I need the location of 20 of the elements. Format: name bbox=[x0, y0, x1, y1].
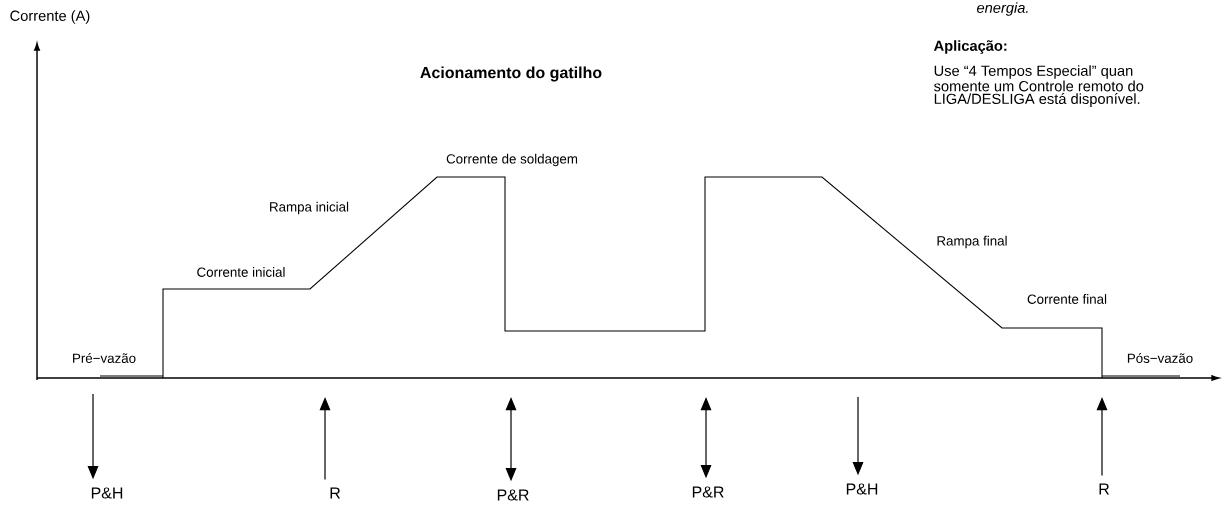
chart-title: Acionamento do gatilho bbox=[420, 66, 602, 82]
curve-label: Corrente inicial bbox=[197, 267, 285, 277]
note-text: Use “4 Tempos Especial” quan bbox=[934, 65, 1133, 79]
trigger-label: P&R bbox=[497, 489, 529, 501]
note-text: energia. bbox=[977, 2, 1028, 16]
trigger-label: P&R bbox=[692, 486, 724, 498]
curve-label: Rampa inicial bbox=[270, 201, 349, 215]
trigger-label: P&H bbox=[846, 483, 878, 495]
curve-label: Pré−vazão bbox=[73, 353, 136, 363]
trigger-label: P&H bbox=[91, 487, 123, 499]
axis-label: Corrente (A) bbox=[10, 10, 90, 24]
section-heading: Aplicação: bbox=[933, 40, 1007, 54]
note-text: somente um Controle remoto do bbox=[934, 80, 1144, 92]
curve-label: Corrente de soldagem bbox=[446, 153, 578, 167]
note-text: LIGA/DESLIGA está disponível. bbox=[934, 93, 1140, 107]
curve-label: Rampa final bbox=[937, 235, 1007, 249]
curve-label: Corrente final bbox=[1027, 294, 1107, 304]
trigger-label: R bbox=[1099, 483, 1110, 495]
curve-label: Pós−vazão bbox=[1127, 353, 1193, 363]
trigger-label: R bbox=[330, 487, 341, 499]
